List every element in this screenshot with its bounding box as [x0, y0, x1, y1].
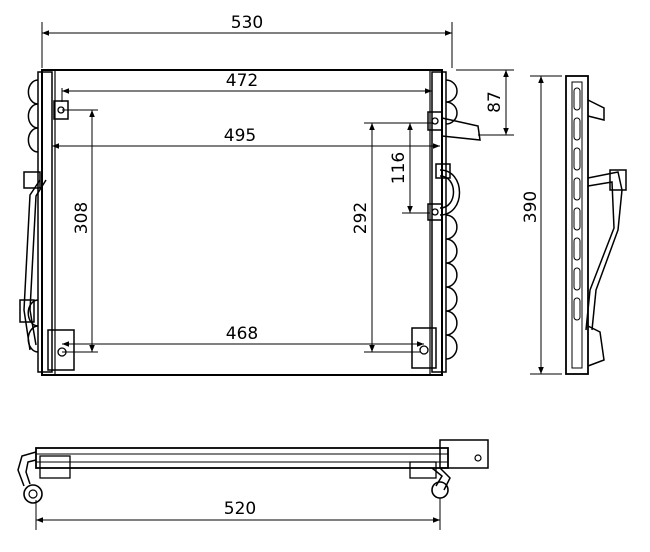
top-left-bracket	[39, 455, 71, 479]
side-pipe-fitting	[609, 169, 627, 191]
dim-label-116: 116	[389, 152, 409, 184]
left-pipe-fitting-lower	[19, 299, 35, 323]
side-brackets	[587, 99, 605, 367]
right-coil-bends	[445, 79, 458, 360]
top-left-fitting	[23, 484, 43, 504]
side-slots	[573, 87, 581, 321]
right-tank	[431, 71, 447, 373]
dim-label-390: 390	[521, 191, 541, 223]
top-right-bracket	[439, 439, 489, 469]
left-pipe-fitting	[23, 171, 41, 189]
dim-label-468: 468	[226, 324, 258, 344]
side-core	[565, 75, 589, 375]
top-left-pipe	[17, 451, 37, 487]
mounting-brackets	[47, 100, 481, 371]
dimension-472: 472	[61, 71, 433, 112]
dim-label-292: 292	[351, 202, 371, 234]
dimension-468: 468	[62, 324, 424, 347]
dimension-520: 520	[35, 498, 441, 530]
top-right-fitting	[431, 481, 449, 499]
dimension-530: 530	[41, 13, 453, 68]
dim-label-530: 530	[231, 13, 263, 33]
top-core	[35, 447, 449, 469]
dimension-495: 495	[52, 126, 440, 149]
left-tank	[37, 71, 53, 373]
dimension-116: 116	[389, 122, 430, 214]
core-inner-frame	[54, 69, 431, 376]
dimension-308: 308	[62, 109, 98, 353]
dim-label-472: 472	[226, 71, 258, 91]
dim-label-308: 308	[72, 202, 92, 234]
right-pipe-loop	[439, 169, 461, 216]
dimension-87: 87	[456, 69, 514, 136]
dim-label-87: 87	[485, 91, 505, 113]
front-view: 530 472 495 308 292	[19, 13, 514, 376]
dim-label-495: 495	[224, 126, 256, 146]
dimension-390: 390	[521, 75, 562, 375]
side-pipe	[585, 171, 623, 331]
side-view: 390	[521, 75, 627, 375]
dimension-292: 292	[351, 122, 432, 353]
dim-label-520: 520	[224, 499, 256, 519]
top-view: 520	[17, 439, 489, 530]
